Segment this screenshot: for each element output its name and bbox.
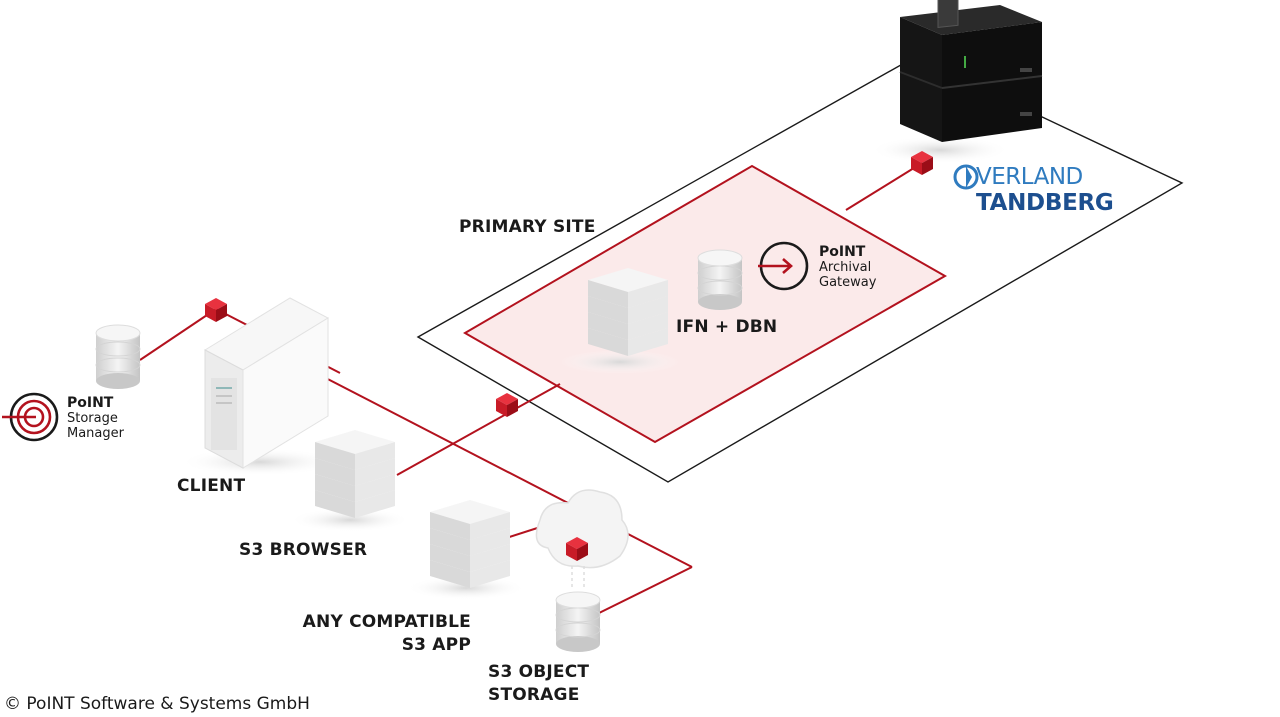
any-compatible-s3-app-label: ANY COMPATIBLE S3 APP [300, 611, 471, 657]
archival-gateway-line1: Archival [819, 260, 872, 275]
archival-gateway-title: PoINT [819, 244, 866, 260]
cloud-icon [535, 489, 629, 590]
vendor-logo-line1: VERLAND [976, 164, 1083, 190]
vendor-logo: VERLAND TANDBERG [976, 164, 1114, 216]
storage-manager-line1: Storage [67, 411, 118, 426]
s3-browser-server-stack [315, 430, 395, 518]
storage-manager-line2: Manager [67, 426, 124, 441]
object-storage-database [555, 591, 601, 652]
storage-manager-title: PoINT [67, 395, 114, 411]
ifn-dbn-server-stack [588, 268, 668, 356]
s3-app-line: S3 APP [401, 635, 471, 655]
client-label: CLIENT [177, 476, 246, 496]
vendor-logo-icon [953, 164, 979, 190]
primary-site-label: PRIMARY SITE [459, 217, 596, 237]
s3-object-line: S3 OBJECT [488, 662, 590, 682]
ifn-dbn-label: IFN + DBN [676, 317, 778, 337]
storage-manager-label: PoINT Storage Manager [67, 395, 124, 441]
s3-object-storage-label: S3 OBJECT STORAGE [488, 661, 589, 707]
red-cube-icon [205, 298, 227, 322]
any-compatible-line: ANY COMPATIBLE [302, 612, 471, 632]
primary-site-boundary [416, 56, 1184, 483]
archival-gateway-line2: Gateway [819, 275, 877, 290]
storage-line: STORAGE [488, 685, 580, 705]
s3-app-server-stack [430, 500, 510, 588]
storage-manager-database [95, 324, 141, 389]
gateway-database [697, 249, 743, 310]
tape-library [899, 0, 1043, 142]
copyright-notice: © PoINT Software & Systems GmbH [4, 694, 310, 714]
vendor-logo-line2: TANDBERG [976, 190, 1114, 216]
storage-manager-logo-icon [2, 392, 59, 442]
s3-browser-label: S3 BROWSER [239, 540, 368, 560]
red-cube-icon [496, 393, 518, 417]
client-tower [203, 297, 330, 469]
archival-gateway-label: PoINT Archival Gateway [819, 244, 876, 290]
red-cube-icon [566, 537, 588, 561]
archival-gateway-logo-icon [758, 241, 809, 291]
red-cube-icon [911, 151, 933, 175]
